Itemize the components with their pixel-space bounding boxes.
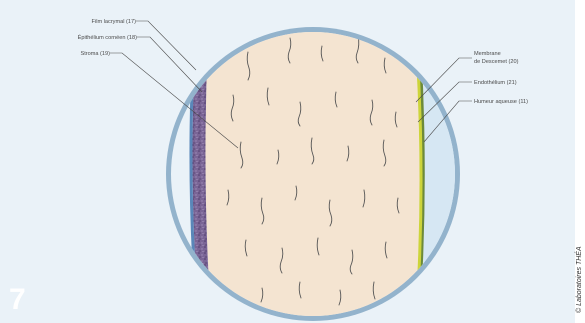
leader-tear-film: [136, 21, 196, 70]
label-corneal-epithelium: Épithélium cornéen (18): [78, 34, 138, 41]
label-aqueous-humour: Humeur aqueuse (11): [474, 99, 528, 105]
label-endothelium: Endothélium (21): [474, 80, 517, 86]
label-descemet-line-1: Membrane: [474, 51, 501, 57]
label-descemet-line-2: de Descemet (20): [474, 59, 519, 65]
leader-epithelium: [137, 37, 202, 92]
image-credit: © Laboratoires THÉA: [576, 246, 583, 313]
figure-number: 7: [9, 283, 45, 323]
label-stroma: Stroma (19): [80, 51, 110, 57]
label-tear-film: Film lacrymal (17): [92, 19, 137, 25]
